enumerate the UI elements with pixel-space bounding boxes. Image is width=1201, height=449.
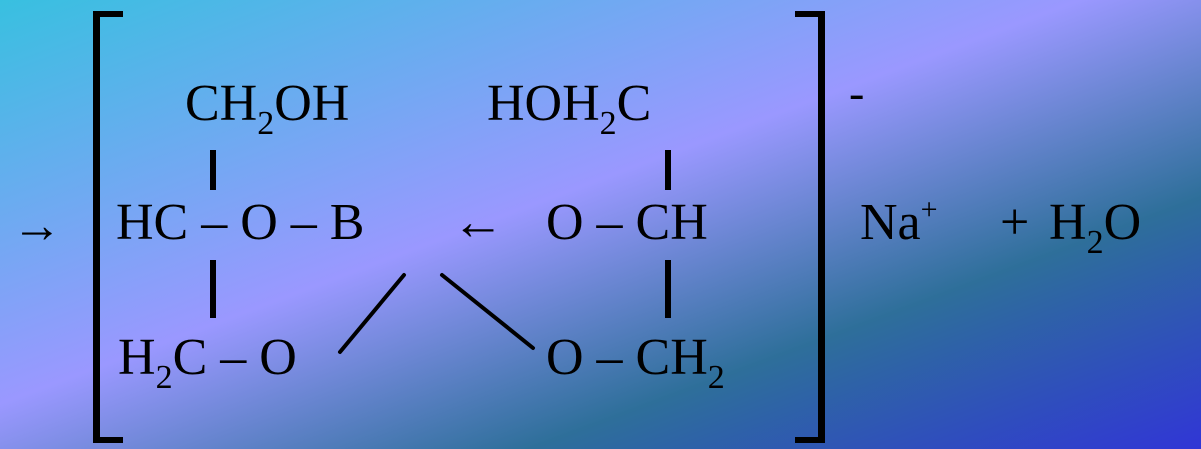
- water-h: H: [1049, 194, 1087, 251]
- ch2oh-oh: OH: [274, 75, 350, 132]
- sodium-symbol: Na: [860, 194, 921, 251]
- h2c-h: H: [118, 329, 156, 386]
- bond-b-o-right: [440, 273, 535, 350]
- hoh2c-subscript: 2: [599, 105, 617, 142]
- ch2oh-ch: CH: [185, 75, 258, 132]
- hc-o-b-chain: HC – O – B: [116, 194, 365, 251]
- o-ch-chain: O – CH: [546, 194, 708, 251]
- hoh2c-hoh: HOH: [487, 75, 600, 132]
- water-subscript: 2: [1086, 224, 1104, 261]
- o-ch2-right: O – CH2: [546, 329, 725, 395]
- sodium-cation: Na+: [860, 194, 938, 251]
- h2c-c-o: C – O: [172, 329, 297, 386]
- bond-lines: [210, 150, 671, 318]
- complex-ion-charge: -: [849, 67, 865, 118]
- dative-bond-arrow: ←: [452, 194, 504, 251]
- diagonal-bonds: [338, 273, 535, 354]
- bond-b-o-left: [338, 273, 406, 354]
- plus-sign: +: [1000, 194, 1030, 251]
- reaction-arrow: →: [12, 197, 62, 253]
- group-ch2oh-left: CH2OH: [185, 75, 350, 141]
- right-square-bracket: [795, 11, 825, 443]
- left-square-bracket: [93, 11, 123, 443]
- group-hoh2c-right: HOH2C: [487, 75, 652, 141]
- h2c-subscript: 2: [155, 359, 173, 396]
- sodium-charge: +: [920, 193, 938, 226]
- h2c-o-left: H2C – O: [118, 329, 297, 395]
- hoh2c-c: C: [616, 75, 652, 132]
- o-ch2-o-ch: O – CH: [546, 329, 708, 386]
- o-ch2-subscript: 2: [707, 359, 725, 396]
- ch2oh-subscript: 2: [257, 105, 275, 142]
- water-o: O: [1103, 194, 1142, 251]
- water-molecule: H2O: [1049, 194, 1142, 260]
